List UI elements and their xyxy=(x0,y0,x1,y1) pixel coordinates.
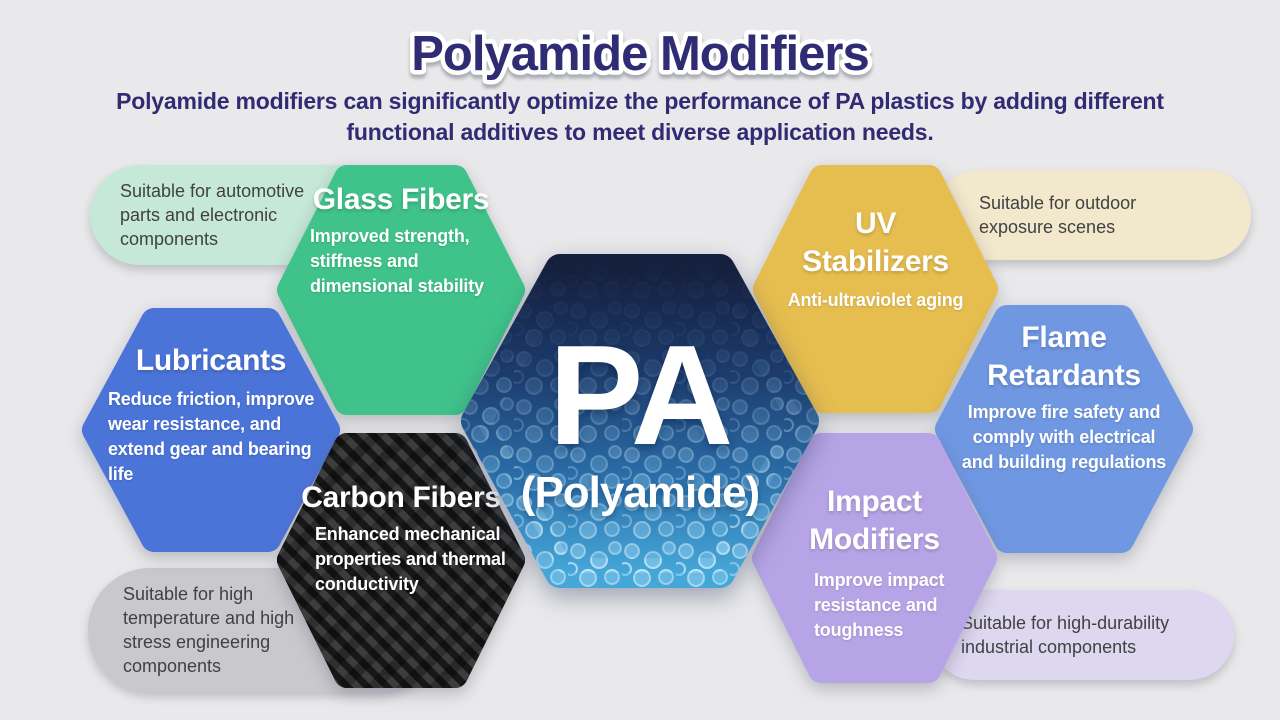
note-text: Suitable for high-durability industrial … xyxy=(961,613,1170,657)
note-uv-stabilizers: Suitable for outdoor exposure scenes xyxy=(933,170,1251,260)
hexagon-description: Improve fire safety and comply with elec… xyxy=(961,402,1167,472)
hexagon-title: Flame Retardants xyxy=(987,321,1141,392)
note-impact-modifiers: Suitable for high-durability industrial … xyxy=(930,590,1234,680)
hexagon-shape xyxy=(752,433,997,683)
note-text: Suitable for high temperature and high s… xyxy=(123,584,295,676)
hexagon-lubricants: Lubricants Reduce friction, improve wear… xyxy=(82,308,340,552)
hexagon-flame-retardants: Flame Retardants Improve fire safety and… xyxy=(935,305,1193,553)
page-subtitle: Polyamide modifiers can significantly op… xyxy=(116,88,1164,145)
hexagon-description: Anti-ultraviolet aging xyxy=(787,290,964,310)
hexagon-description: Reduce friction, improve wear resistance… xyxy=(108,389,315,484)
hexagon-shape xyxy=(82,308,340,552)
pa-full-name: (Polyamide) xyxy=(520,468,760,517)
hexagon-shape xyxy=(277,165,525,415)
hexagon-shape xyxy=(935,305,1193,553)
page-title-graphic: Polyamide Modifiers xyxy=(407,23,875,86)
hexagon-pa-center: PA (Polyamide) xyxy=(460,253,820,589)
hexagon-impact-modifiers: Impact Modifiers Improve impact resistan… xyxy=(752,433,997,683)
hexagon-title: Impact Modifiers xyxy=(809,485,940,556)
hexagon-title: Glass Fibers xyxy=(312,183,490,216)
hexagon-title: Lubricants xyxy=(135,344,287,377)
hexagon-uv-stabilizers: UV Stabilizers Anti-ultraviolet aging xyxy=(753,165,998,413)
hexagon-title: UV Stabilizers xyxy=(802,207,949,278)
hexagon-carbon-fibers: Carbon Fibers Enhanced mechanical proper… xyxy=(277,433,525,688)
note-text: Suitable for outdoor exposure scenes xyxy=(979,193,1137,237)
hexagon-description: Improved strength, stiffness and dimensi… xyxy=(310,226,484,296)
hexagon-title: Carbon Fibers xyxy=(301,481,501,514)
note-text: Suitable for automotive parts and electr… xyxy=(120,181,305,249)
hexagon-shape xyxy=(753,165,998,413)
pa-abbreviation: PA xyxy=(548,316,734,475)
hexagon-shape xyxy=(277,433,525,688)
hexagon-description: Improve impact resistance and toughness xyxy=(814,570,945,640)
page-title: Polyamide Modifiers xyxy=(411,27,869,81)
hexagon-glass-fibers: Glass Fibers Improved strength, stiffnes… xyxy=(277,165,525,415)
hexagon-shape xyxy=(461,254,819,588)
hexagon-description: Enhanced mechanical properties and therm… xyxy=(315,524,506,594)
